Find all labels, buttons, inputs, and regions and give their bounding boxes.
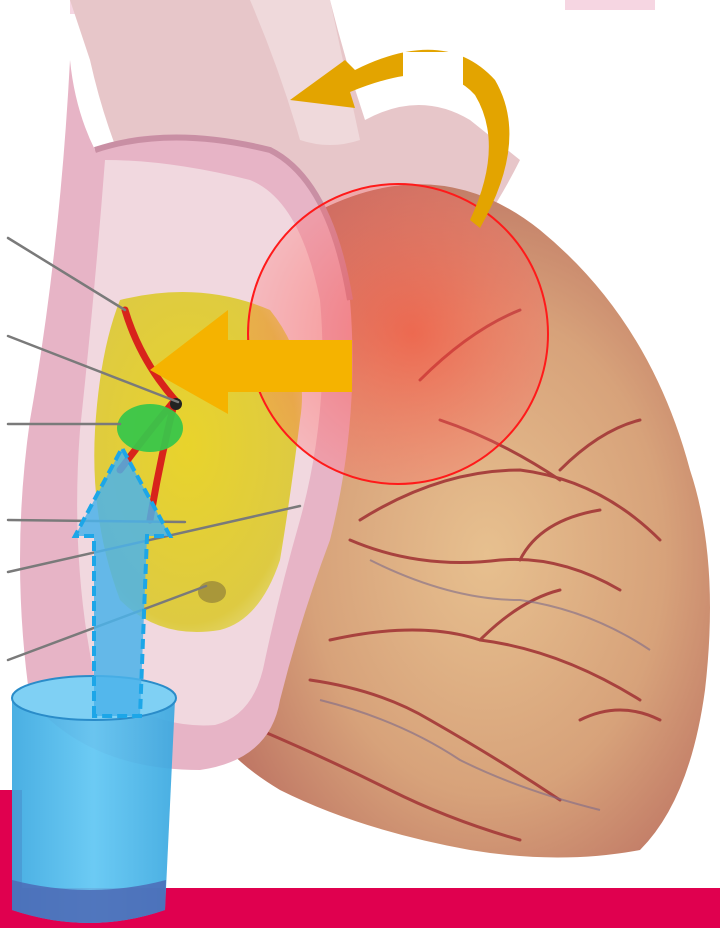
top-accent-right xyxy=(565,0,655,10)
av-node-green xyxy=(117,404,183,452)
highlight-circle xyxy=(248,184,548,484)
label-box xyxy=(403,52,463,104)
coronary-sinus-opening xyxy=(198,581,226,603)
